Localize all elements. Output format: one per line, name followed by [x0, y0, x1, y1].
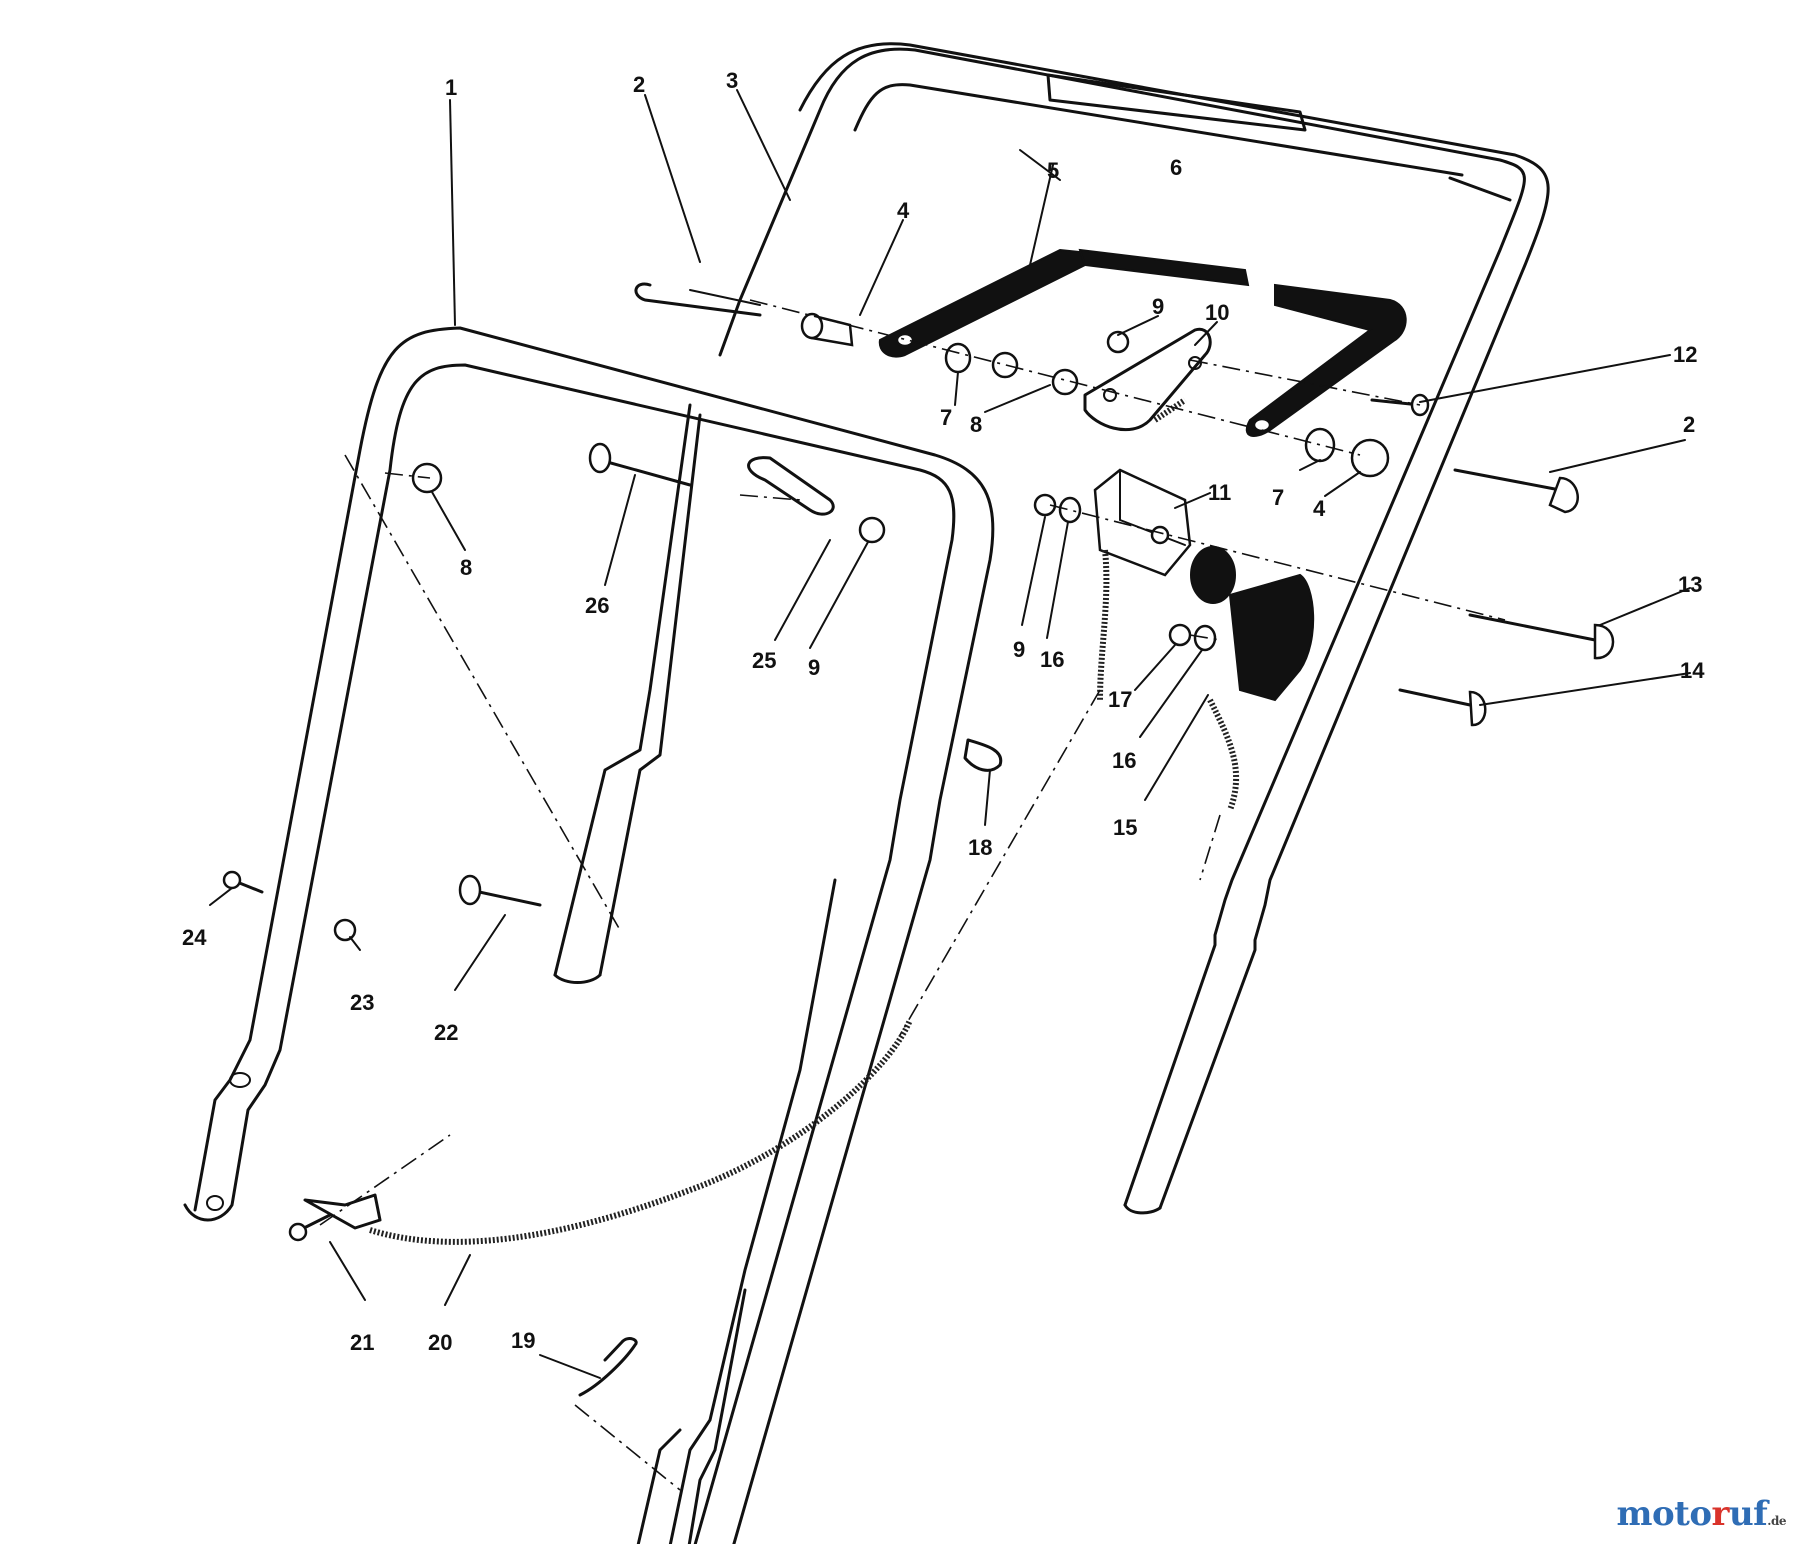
callout-18: 18 [968, 835, 992, 860]
callout-1: 1 [445, 75, 457, 100]
callout-16-lower: 16 [1112, 748, 1136, 773]
lower-handle-part-1 [183, 326, 995, 1544]
grip-part-5 [878, 248, 1407, 437]
callout-8-left: 8 [460, 555, 472, 580]
callout-9-mid: 9 [808, 655, 820, 680]
callout-22: 22 [434, 1020, 458, 1045]
callout-20: 20 [428, 1330, 452, 1355]
callout-9-switch: 9 [1013, 637, 1025, 662]
callout-14: 14 [1680, 658, 1705, 683]
hardware [222, 282, 1615, 1397]
callout-23: 23 [350, 990, 374, 1015]
watermark-part-4: .de [1767, 1514, 1786, 1528]
watermark-part-1: moto [1616, 1494, 1712, 1534]
callout-6: 6 [1170, 155, 1182, 180]
callout-4: 4 [897, 198, 910, 223]
callout-26: 26 [585, 593, 609, 618]
callout-11: 11 [1208, 480, 1231, 505]
watermark-logo: motoruf.de [1616, 1494, 1786, 1534]
callout-13: 13 [1678, 572, 1702, 597]
callout-8: 8 [970, 412, 982, 437]
callout-17: 17 [1108, 687, 1132, 712]
callout-19: 19 [511, 1328, 535, 1353]
callout-5: 5 [1047, 158, 1059, 183]
callout-9: 9 [1152, 294, 1164, 319]
callout-10: 10 [1205, 300, 1229, 325]
callout-3: 3 [726, 68, 738, 93]
watermark-part-3: uf [1728, 1494, 1768, 1534]
assembly-lines [319, 299, 1506, 1491]
callout-7-right: 7 [1272, 485, 1284, 510]
callout-25: 25 [752, 648, 776, 673]
callout-4-right: 4 [1313, 496, 1326, 521]
callout-24: 24 [182, 925, 207, 950]
callout-21: 21 [350, 1330, 374, 1355]
upper-handle-part-3 [718, 42, 1550, 1215]
callout-15: 15 [1113, 815, 1137, 840]
callout-2: 2 [633, 72, 645, 97]
callout-7: 7 [940, 405, 952, 430]
callouts: 1 2 3 4 5 6 9 10 12 7 8 2 7 4 11 8 26 25… [182, 68, 1705, 1355]
cables [369, 397, 1240, 1245]
leader-lines [209, 89, 1691, 1379]
callout-16: 16 [1040, 647, 1064, 672]
watermark-part-2: r [1711, 1494, 1730, 1534]
callout-12: 12 [1673, 342, 1697, 367]
callout-2-right: 2 [1683, 412, 1695, 437]
